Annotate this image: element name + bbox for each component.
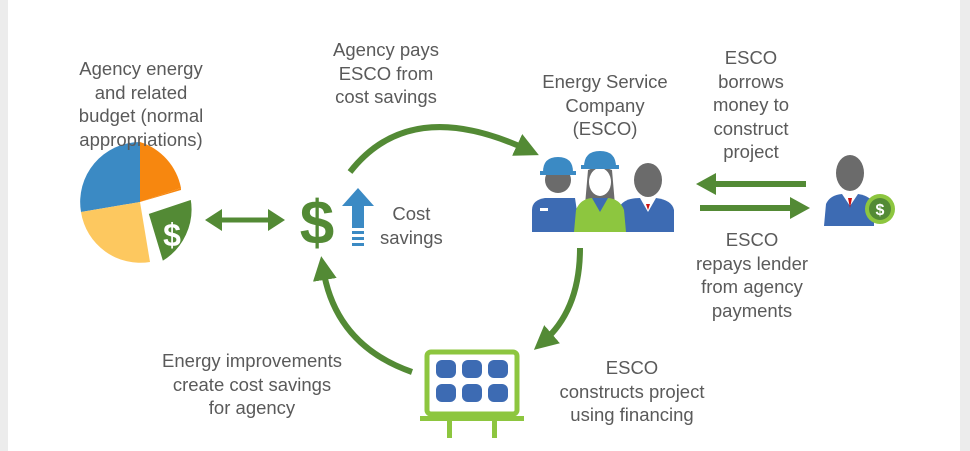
pie-chart-icon: $	[80, 142, 195, 266]
double-arrow-icon	[205, 209, 285, 231]
constructs-line: constructs project	[559, 380, 705, 402]
borrows-line: project	[723, 141, 779, 162]
esco-line: (ESCO)	[572, 118, 638, 139]
borrows-line: construct	[713, 117, 789, 139]
solar-panel-icon	[420, 349, 524, 438]
arrow-savings	[312, 256, 413, 375]
improvements-line: create cost savings	[172, 373, 332, 395]
budget-line: appropriations)	[79, 128, 203, 150]
cost-savings-line: savings	[380, 226, 443, 248]
cost-savings-line: Cost	[392, 203, 431, 224]
repays-line: repays lender	[695, 252, 809, 274]
esco-line: Company	[565, 94, 645, 116]
esco-line: Energy Service	[542, 71, 668, 92]
constructs-line: using financing	[570, 404, 694, 425]
svg-text:$: $	[300, 189, 334, 258]
up-arrow-icon	[342, 188, 374, 246]
constructs-label: ESCO constructs project using financing	[560, 356, 705, 427]
dollar-sign-icon: $	[300, 189, 334, 258]
esco-team-icon	[532, 151, 674, 232]
borrows-line: borrows	[718, 70, 784, 92]
agency-pays-line: cost savings	[335, 86, 437, 107]
agency-pays-label: Agency pays ESCO from cost savings	[333, 38, 439, 109]
borrows-line: ESCO	[724, 47, 778, 68]
borrows-line: money to	[712, 94, 790, 115]
lender-arrows	[696, 173, 810, 219]
arrow-agency-pays	[347, 124, 539, 174]
repays-line: from agency	[701, 276, 803, 297]
repays-label: ESCO repays lender from agency payments	[696, 228, 808, 322]
agency-pays-line: ESCO from	[338, 62, 434, 84]
budget-line: Agency energy	[79, 58, 203, 79]
lender-icon: $	[824, 155, 895, 226]
repays-line: payments	[711, 299, 793, 321]
svg-text:$: $	[163, 217, 181, 253]
repays-line: ESCO	[725, 229, 779, 250]
budget-line: and related	[94, 81, 188, 103]
cost-savings-label: Cost savings	[380, 202, 443, 249]
esco-label: Energy Service Company (ESCO)	[542, 70, 667, 141]
budget-label: Agency energy and related budget (normal…	[79, 57, 203, 151]
constructs-line: ESCO	[605, 357, 659, 378]
arrow-esco-constructs	[533, 247, 583, 350]
agency-pays-line: Agency pays	[333, 39, 439, 60]
budget-line: budget (normal	[78, 105, 204, 126]
improvements-line: for agency	[208, 397, 296, 418]
improvements-label: Energy improvements create cost savings …	[162, 349, 342, 420]
improvements-line: Energy improvements	[162, 350, 342, 371]
borrows-label: ESCO borrows money to construct project	[713, 46, 789, 164]
svg-text:$: $	[876, 202, 885, 219]
